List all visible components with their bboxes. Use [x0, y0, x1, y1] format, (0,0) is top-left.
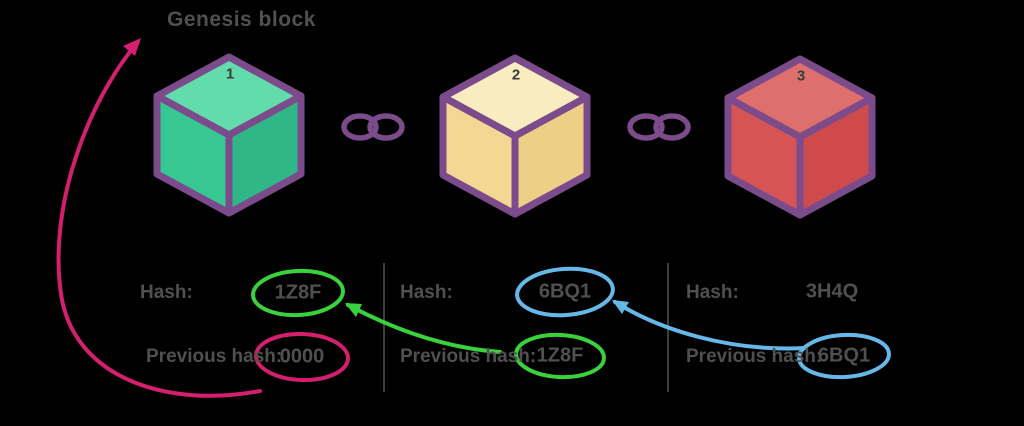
hash-value-block2: 6BQ1 [538, 280, 592, 303]
block-3-cube [724, 55, 876, 219]
prev-hash-value-block2: 1Z8F [536, 344, 584, 367]
prev-hash-value-block3: 6BQ1 [817, 344, 871, 367]
block-3-right-face [796, 94, 876, 219]
prev-hash-link-arrow-3to2 [613, 300, 807, 351]
prev-hash-circle-block2-green [514, 332, 606, 380]
hash-value-block3: 3H4Q [805, 280, 859, 303]
prev-hash-circle-block3-blue [797, 332, 891, 380]
hash-value-block1: 1Z8F [274, 281, 322, 304]
genesis-arrowhead-icon [123, 38, 141, 56]
block-1-right-face [225, 92, 305, 217]
hash-label-block2: Hash: [400, 282, 453, 303]
block-1-cube [153, 53, 305, 217]
chain-link-icon-2 [627, 113, 691, 141]
prev-hash-label-block3: Previous hash: [686, 346, 823, 367]
block-2-cube [439, 54, 591, 218]
prev-hash-circle-block1-pink [254, 331, 350, 383]
prev-hash-link-arrow-2to1 [346, 303, 502, 354]
hash-circle-block2-blue [515, 266, 615, 318]
blue-arrowhead-icon [612, 300, 629, 314]
block-2-number: 2 [511, 66, 521, 84]
genesis-block-label: Genesis block [167, 8, 316, 31]
prev-hash-label-block1: Previous hash: [146, 346, 283, 367]
prev-hash-label-block2: Previous hash: [400, 346, 537, 367]
genesis-arrow [56, 40, 262, 398]
chain-link-icon-1 [341, 113, 405, 141]
hash-circle-block1-green [251, 268, 345, 318]
block-2-right-face [511, 93, 591, 218]
prev-hash-value-block1: 0000 [279, 345, 325, 368]
hash-label-block1: Hash: [140, 282, 193, 303]
block-3-number: 3 [796, 67, 806, 85]
hash-label-block3: Hash: [686, 282, 739, 303]
block-1-number: 1 [225, 65, 235, 83]
green-arrowhead-icon [345, 303, 362, 317]
